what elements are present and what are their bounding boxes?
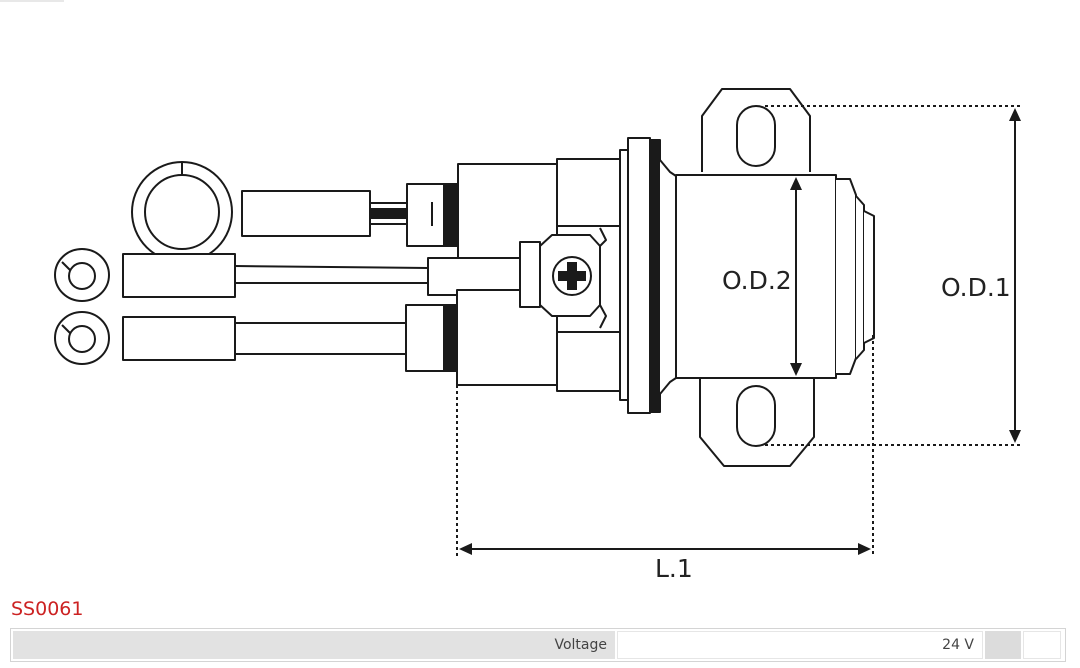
screw-plate [519,227,607,329]
solenoid-technical-drawing: O.D.1 O.D.2 L.1 [54,88,1022,583]
bottom-ring-terminal [54,304,460,372]
corner-mark [0,0,64,2]
part-code: SS0061 [11,598,84,620]
mounting-ear-top [701,88,811,172]
od2-label: O.D.2 [722,266,792,295]
large-ring-terminal [131,161,233,263]
od1-label: O.D.1 [941,273,1011,302]
spec-table: Voltage 24 V [10,628,1066,662]
mounting-ear-bottom [699,378,815,467]
spec-value-voltage: 24 V [617,631,983,659]
solenoid-body [675,174,875,379]
l1-label: L.1 [655,554,693,583]
spec-extra-cell [985,631,1021,659]
spec-name-voltage: Voltage [13,631,615,659]
top-wire [241,183,460,247]
mounting-flange [619,137,677,414]
middle-ring-terminal [54,248,521,302]
spec-extra-cell-blank [1023,631,1061,659]
